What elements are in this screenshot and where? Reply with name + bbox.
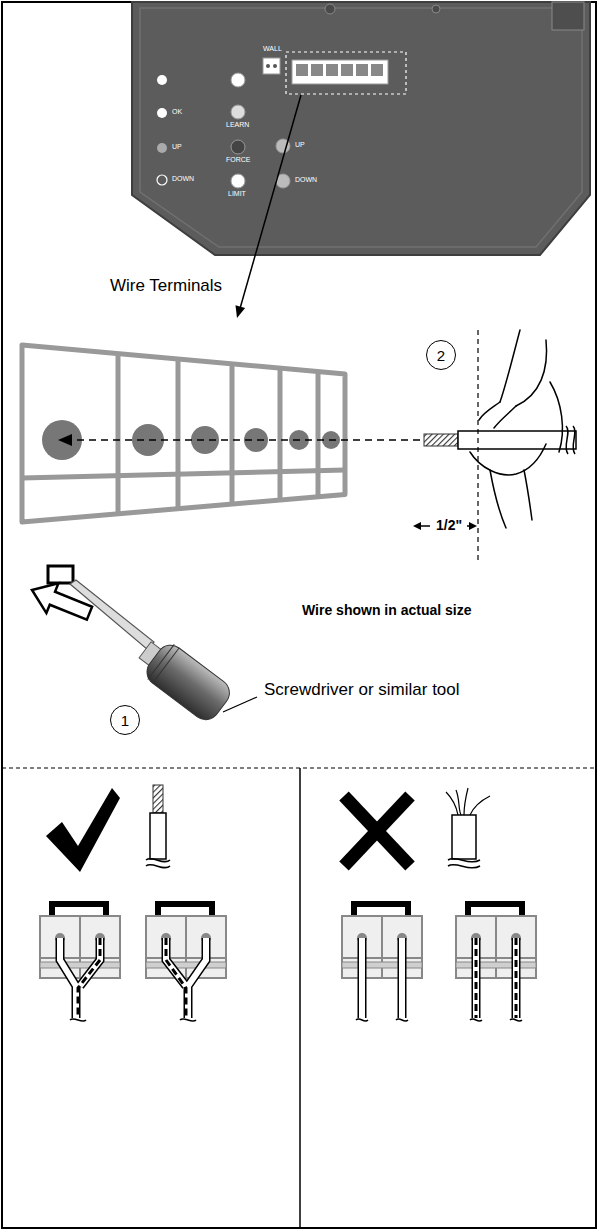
callout-number: 2 bbox=[437, 348, 445, 363]
led-label: DOWN bbox=[172, 175, 194, 183]
button-label: LIMIT bbox=[228, 190, 246, 198]
part-label: Wire Terminals bbox=[108, 276, 224, 296]
button-label: UP bbox=[295, 141, 305, 149]
tool-label: Screwdriver or similar tool bbox=[262, 680, 462, 700]
led-label: OK bbox=[172, 108, 182, 116]
button-label: LEARN bbox=[226, 121, 249, 129]
callout-circle: 1 bbox=[110, 705, 140, 735]
led-label: UP bbox=[172, 143, 182, 151]
note: Wire shown in actual size bbox=[302, 602, 471, 618]
dimension: 1/2" bbox=[434, 517, 464, 533]
callout-number: 1 bbox=[121, 713, 129, 728]
button-label: FORCE bbox=[226, 156, 251, 164]
callout-circle: 2 bbox=[426, 340, 456, 370]
terminal-label: WALL bbox=[263, 45, 282, 53]
button-label: DOWN bbox=[295, 176, 317, 184]
